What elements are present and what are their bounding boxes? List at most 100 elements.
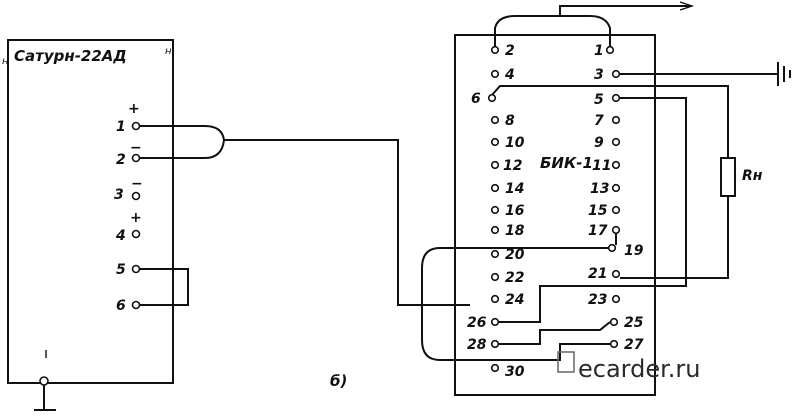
- pin-24-label: 24: [505, 292, 524, 308]
- pin-21-terminal[interactable]: [611, 269, 621, 279]
- right-device-body: [454, 34, 656, 396]
- pin-6-label: 6: [471, 91, 481, 107]
- pin-11-label: 11: [592, 158, 611, 174]
- wire-pin1-to-fork: [140, 125, 225, 141]
- pin-26-label: 26: [467, 315, 487, 331]
- watermark-text: ecarder.ru: [578, 355, 700, 383]
- pin-2-terminal[interactable]: [490, 45, 500, 55]
- wire-pin2-to-fork: [140, 139, 225, 159]
- pin-16-terminal[interactable]: [490, 205, 500, 215]
- watermark: ecarder.ru: [557, 351, 700, 383]
- left-pin-1-terminal[interactable]: [131, 121, 141, 131]
- pin-17-terminal[interactable]: [611, 225, 621, 235]
- pin-28-terminal[interactable]: [490, 339, 500, 349]
- pin-3-terminal[interactable]: [611, 69, 621, 79]
- wire-top-pin2: [494, 15, 560, 47]
- pin-9-label: 9: [594, 135, 604, 151]
- pin-20-terminal[interactable]: [490, 249, 500, 259]
- left-device-body: [7, 39, 174, 384]
- pin-5-terminal[interactable]: [611, 93, 621, 103]
- pin-10-terminal[interactable]: [490, 137, 500, 147]
- pin-15-terminal[interactable]: [611, 205, 621, 215]
- pin-19-label: 19: [624, 243, 644, 259]
- left-pin-2-mark: −: [130, 140, 142, 156]
- pin-16-label: 16: [505, 203, 525, 219]
- pin-30-label: 30: [505, 364, 525, 380]
- pin-15-label: 15: [588, 203, 608, 219]
- left-device-title: Сатурн-22АД: [14, 47, 127, 65]
- wire-pin5-loop: [499, 97, 687, 323]
- wire-fork-to-right: [224, 139, 470, 306]
- pin-25-terminal[interactable]: [609, 317, 619, 327]
- left-pin-4-mark: +: [130, 210, 142, 226]
- right-device-right-pins: 1 3 5 7 9 11 13 15 17 19 21 23: [588, 43, 644, 353]
- pin-21-label: 21: [588, 266, 607, 282]
- load-resistor: [720, 157, 736, 197]
- wire-pin28-to-pin25: [499, 321, 611, 345]
- pin-8-terminal[interactable]: [490, 115, 500, 125]
- pin-12-terminal[interactable]: [490, 160, 500, 170]
- pin-26-terminal[interactable]: [490, 317, 500, 327]
- pin-18-terminal[interactable]: [490, 225, 500, 235]
- pin-20-label: 20: [505, 247, 525, 263]
- pin-6-terminal[interactable]: [487, 93, 497, 103]
- left-pin-3-label: 3: [114, 187, 124, 203]
- pin-5-label: 5: [594, 92, 604, 108]
- pin-1-terminal[interactable]: [605, 45, 615, 55]
- left-pin-4-label: 4: [115, 228, 126, 244]
- pin-4-label: 4: [504, 67, 515, 83]
- left-pin-3-terminal[interactable]: [131, 191, 141, 201]
- left-device-superscript-left: н: [2, 56, 9, 67]
- pin-18-label: 18: [505, 223, 525, 239]
- pin-3-label: 3: [594, 67, 604, 83]
- pin-2-label: 2: [505, 43, 515, 59]
- pin-8-label: 8: [505, 113, 515, 129]
- left-pin-6-terminal[interactable]: [131, 300, 141, 310]
- left-pin-3-mark: −: [131, 176, 143, 192]
- pin-14-label: 14: [505, 181, 524, 197]
- pin-22-label: 22: [505, 270, 524, 286]
- left-device: н Сатурн-22АД н + 1 − 2 3 − + 4 5 6: [2, 39, 174, 411]
- left-pin-5-terminal[interactable]: [131, 264, 141, 274]
- wire-pin6-to-resistor: [491, 85, 729, 158]
- pin-25-label: 25: [624, 315, 644, 331]
- pin-22-terminal[interactable]: [490, 272, 500, 282]
- left-ground-terminal[interactable]: [39, 376, 49, 386]
- pin-14-terminal[interactable]: [490, 183, 500, 193]
- right-device: БИК-1 2 4 6 8 10 12 14 16 18 20 22: [454, 34, 656, 396]
- left-pin-4-terminal[interactable]: [131, 229, 141, 239]
- pin-10-label: 10: [505, 135, 525, 151]
- pin-13-label: 13: [590, 181, 609, 197]
- pin-17-label: 17: [588, 223, 608, 239]
- pin-23-terminal[interactable]: [611, 294, 621, 304]
- left-wiring: [140, 125, 470, 306]
- pin-30-terminal[interactable]: [490, 363, 500, 373]
- pin-24-terminal[interactable]: [490, 294, 500, 304]
- figure-label: б): [330, 372, 347, 390]
- pin-11-terminal[interactable]: [611, 160, 621, 170]
- pin-9-terminal[interactable]: [611, 137, 621, 147]
- wire-top-exit: [559, 5, 690, 16]
- wire-resistor-to-pin21: [620, 196, 729, 279]
- left-pin-1-mark: +: [128, 101, 140, 117]
- left-pin-1-label: 1: [116, 119, 126, 135]
- right-wiring: Rн: [421, 1, 791, 361]
- pin-27-label: 27: [624, 337, 644, 353]
- left-pin-2-label: 2: [116, 152, 126, 168]
- pin-23-label: 23: [588, 292, 607, 308]
- pin-27-terminal[interactable]: [609, 339, 619, 349]
- pin-1-label: 1: [594, 43, 604, 59]
- pin-7-label: 7: [594, 113, 604, 129]
- left-device-superscript-right: н: [165, 46, 172, 57]
- wire-pin5-pin6-link: [140, 268, 189, 306]
- pin-4-terminal[interactable]: [490, 69, 500, 79]
- pin-28-label: 28: [467, 337, 487, 353]
- pin-12-label: 12: [503, 158, 522, 174]
- left-pin-2-terminal[interactable]: [131, 153, 141, 163]
- wire-top-arrow: [679, 1, 695, 11]
- right-device-title: БИК-1: [540, 154, 593, 172]
- pin-19-terminal[interactable]: [607, 243, 617, 253]
- pin-7-terminal[interactable]: [611, 115, 621, 125]
- pin-13-terminal[interactable]: [611, 183, 621, 193]
